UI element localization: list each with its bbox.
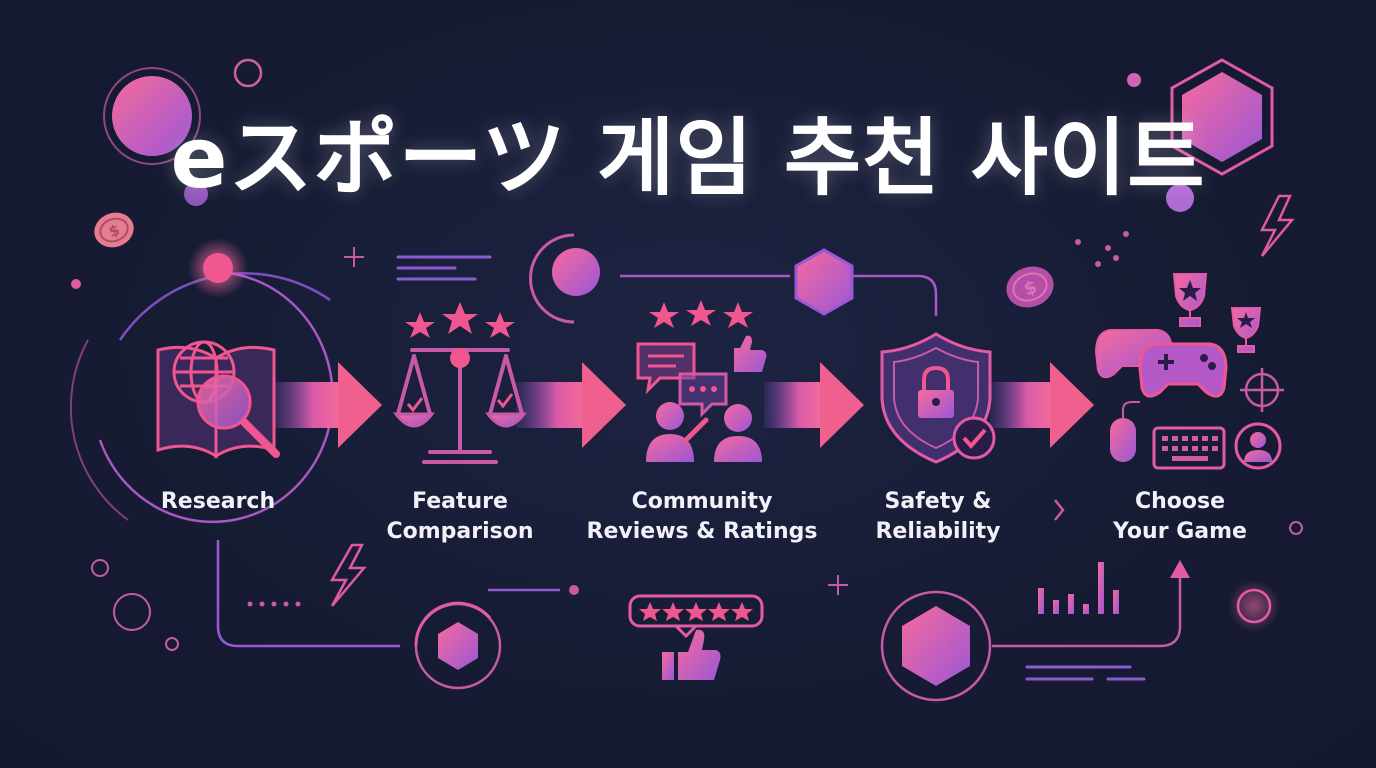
mini-bars-icon xyxy=(1038,562,1119,614)
flow-arrow xyxy=(516,362,626,448)
coin-icon: $ xyxy=(1006,266,1054,308)
decor-hexagon xyxy=(1170,58,1274,176)
step-feature-comparison: Feature Comparison xyxy=(330,487,590,547)
step-choose-game: Choose Your Game xyxy=(1050,487,1310,547)
decor-orb-left xyxy=(103,67,201,165)
decor-dot xyxy=(184,182,208,206)
plus-icon xyxy=(828,575,848,595)
bottom-connector xyxy=(216,540,1190,702)
decor-ring xyxy=(91,559,109,577)
step-label: Choose xyxy=(1134,489,1226,514)
rating-thumbs-up-icon xyxy=(628,594,764,680)
step-label: Your Game xyxy=(1113,519,1247,544)
step-label: Research xyxy=(160,489,276,514)
lightning-icon xyxy=(1259,194,1295,257)
decor-dots xyxy=(1075,231,1129,267)
chevron-right-icon xyxy=(1054,499,1065,521)
flow-arrow xyxy=(764,362,864,448)
coin-icon: $ xyxy=(94,212,134,248)
flow-arrow xyxy=(272,362,382,448)
plus-icon xyxy=(344,247,364,267)
step-label: Reliability xyxy=(875,519,1001,544)
page-title: eスポーツ 게임 추천 사이트 xyxy=(170,109,1206,207)
step-label: Feature xyxy=(412,489,508,514)
top-connector xyxy=(529,233,938,324)
decor-ring xyxy=(165,637,179,651)
chat-people-stars-icon xyxy=(636,300,767,462)
flow-arrow xyxy=(990,362,1094,448)
decor-dots xyxy=(247,601,301,607)
gamepads-trophies-icon xyxy=(1094,273,1284,470)
decor-dot xyxy=(71,279,81,289)
lightning-icon xyxy=(329,543,367,607)
globe-book-magnifier-icon xyxy=(156,340,280,459)
step-label: Comparison xyxy=(386,519,534,544)
step-community-reviews: Community Reviews & Ratings xyxy=(572,487,832,547)
decor-dot xyxy=(1127,73,1141,87)
decor-lines xyxy=(396,255,492,281)
decor-lines xyxy=(1025,665,1146,681)
decor-dot xyxy=(1166,184,1194,212)
step-research: Research xyxy=(88,487,348,517)
step-safety-reliability: Safety & Reliability xyxy=(808,487,1068,547)
decor-ring xyxy=(1228,580,1280,632)
decor-ring xyxy=(1289,521,1303,535)
step-label: Reviews & Ratings xyxy=(586,519,818,544)
balance-scale-stars-icon xyxy=(392,302,528,464)
shield-lock-icon xyxy=(880,332,996,464)
step-label: Safety & xyxy=(884,489,992,514)
research-orbit xyxy=(69,238,334,524)
decor-ring xyxy=(113,593,151,631)
decor-ring xyxy=(233,58,263,88)
step-label: Community xyxy=(631,489,773,514)
